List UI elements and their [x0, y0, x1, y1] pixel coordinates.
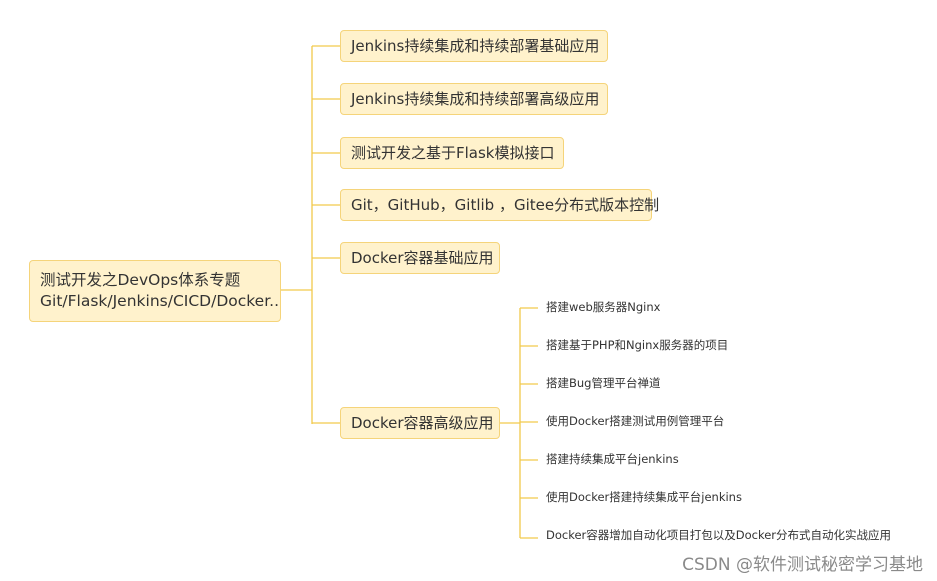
- leaf-item-php-nginx[interactable]: 搭建基于PHP和Nginx服务器的项目: [546, 338, 729, 352]
- branch-node-jenkins-basic[interactable]: Jenkins持续集成和持续部署基础应用: [340, 30, 608, 62]
- branch-label: Jenkins持续集成和持续部署基础应用: [351, 37, 600, 55]
- root-topic-line-2: Git/Flask/Jenkins/CICD/Docker..: [40, 292, 280, 310]
- branch-node-git-version-control[interactable]: Git，GitHub，Gitlib ，Gitee分布式版本控制: [340, 189, 659, 221]
- leaf-item-nginx[interactable]: 搭建web服务器Nginx: [546, 300, 661, 314]
- leaf-item-zentao[interactable]: 搭建Bug管理平台禅道: [546, 376, 661, 390]
- branch-label: Docker容器基础应用: [351, 249, 494, 267]
- branch-node-jenkins-advanced[interactable]: Jenkins持续集成和持续部署高级应用: [340, 83, 608, 115]
- root-topic-line-1: 测试开发之DevOps体系专题: [40, 271, 241, 289]
- branch-label: Docker容器高级应用: [351, 414, 494, 432]
- branch-node-flask-mock[interactable]: 测试开发之基于Flask模拟接口: [340, 137, 564, 169]
- leaf-item-testcase-platform[interactable]: 使用Docker搭建测试用例管理平台: [546, 414, 725, 428]
- branch-label: 测试开发之基于Flask模拟接口: [351, 144, 555, 162]
- leaf-item-jenkins[interactable]: 搭建持续集成平台jenkins: [546, 452, 679, 466]
- root-topic-node[interactable]: 测试开发之DevOps体系专题 Git/Flask/Jenkins/CICD/D…: [29, 260, 281, 322]
- leaf-item-docker-jenkins[interactable]: 使用Docker搭建持续集成平台jenkins: [546, 490, 742, 504]
- branch-node-docker-basic[interactable]: Docker容器基础应用: [340, 242, 500, 274]
- branch-node-docker-advanced[interactable]: Docker容器高级应用: [340, 407, 500, 439]
- leaf-item-docker-automation[interactable]: Docker容器增加自动化项目打包以及Docker分布式自动化实战应用: [546, 528, 892, 542]
- branch-label: Git，GitHub，Gitlib ，Gitee分布式版本控制: [351, 196, 660, 214]
- watermark: CSDN @软件测试秘密学习基地: [682, 555, 923, 575]
- branch-label: Jenkins持续集成和持续部署高级应用: [351, 90, 600, 108]
